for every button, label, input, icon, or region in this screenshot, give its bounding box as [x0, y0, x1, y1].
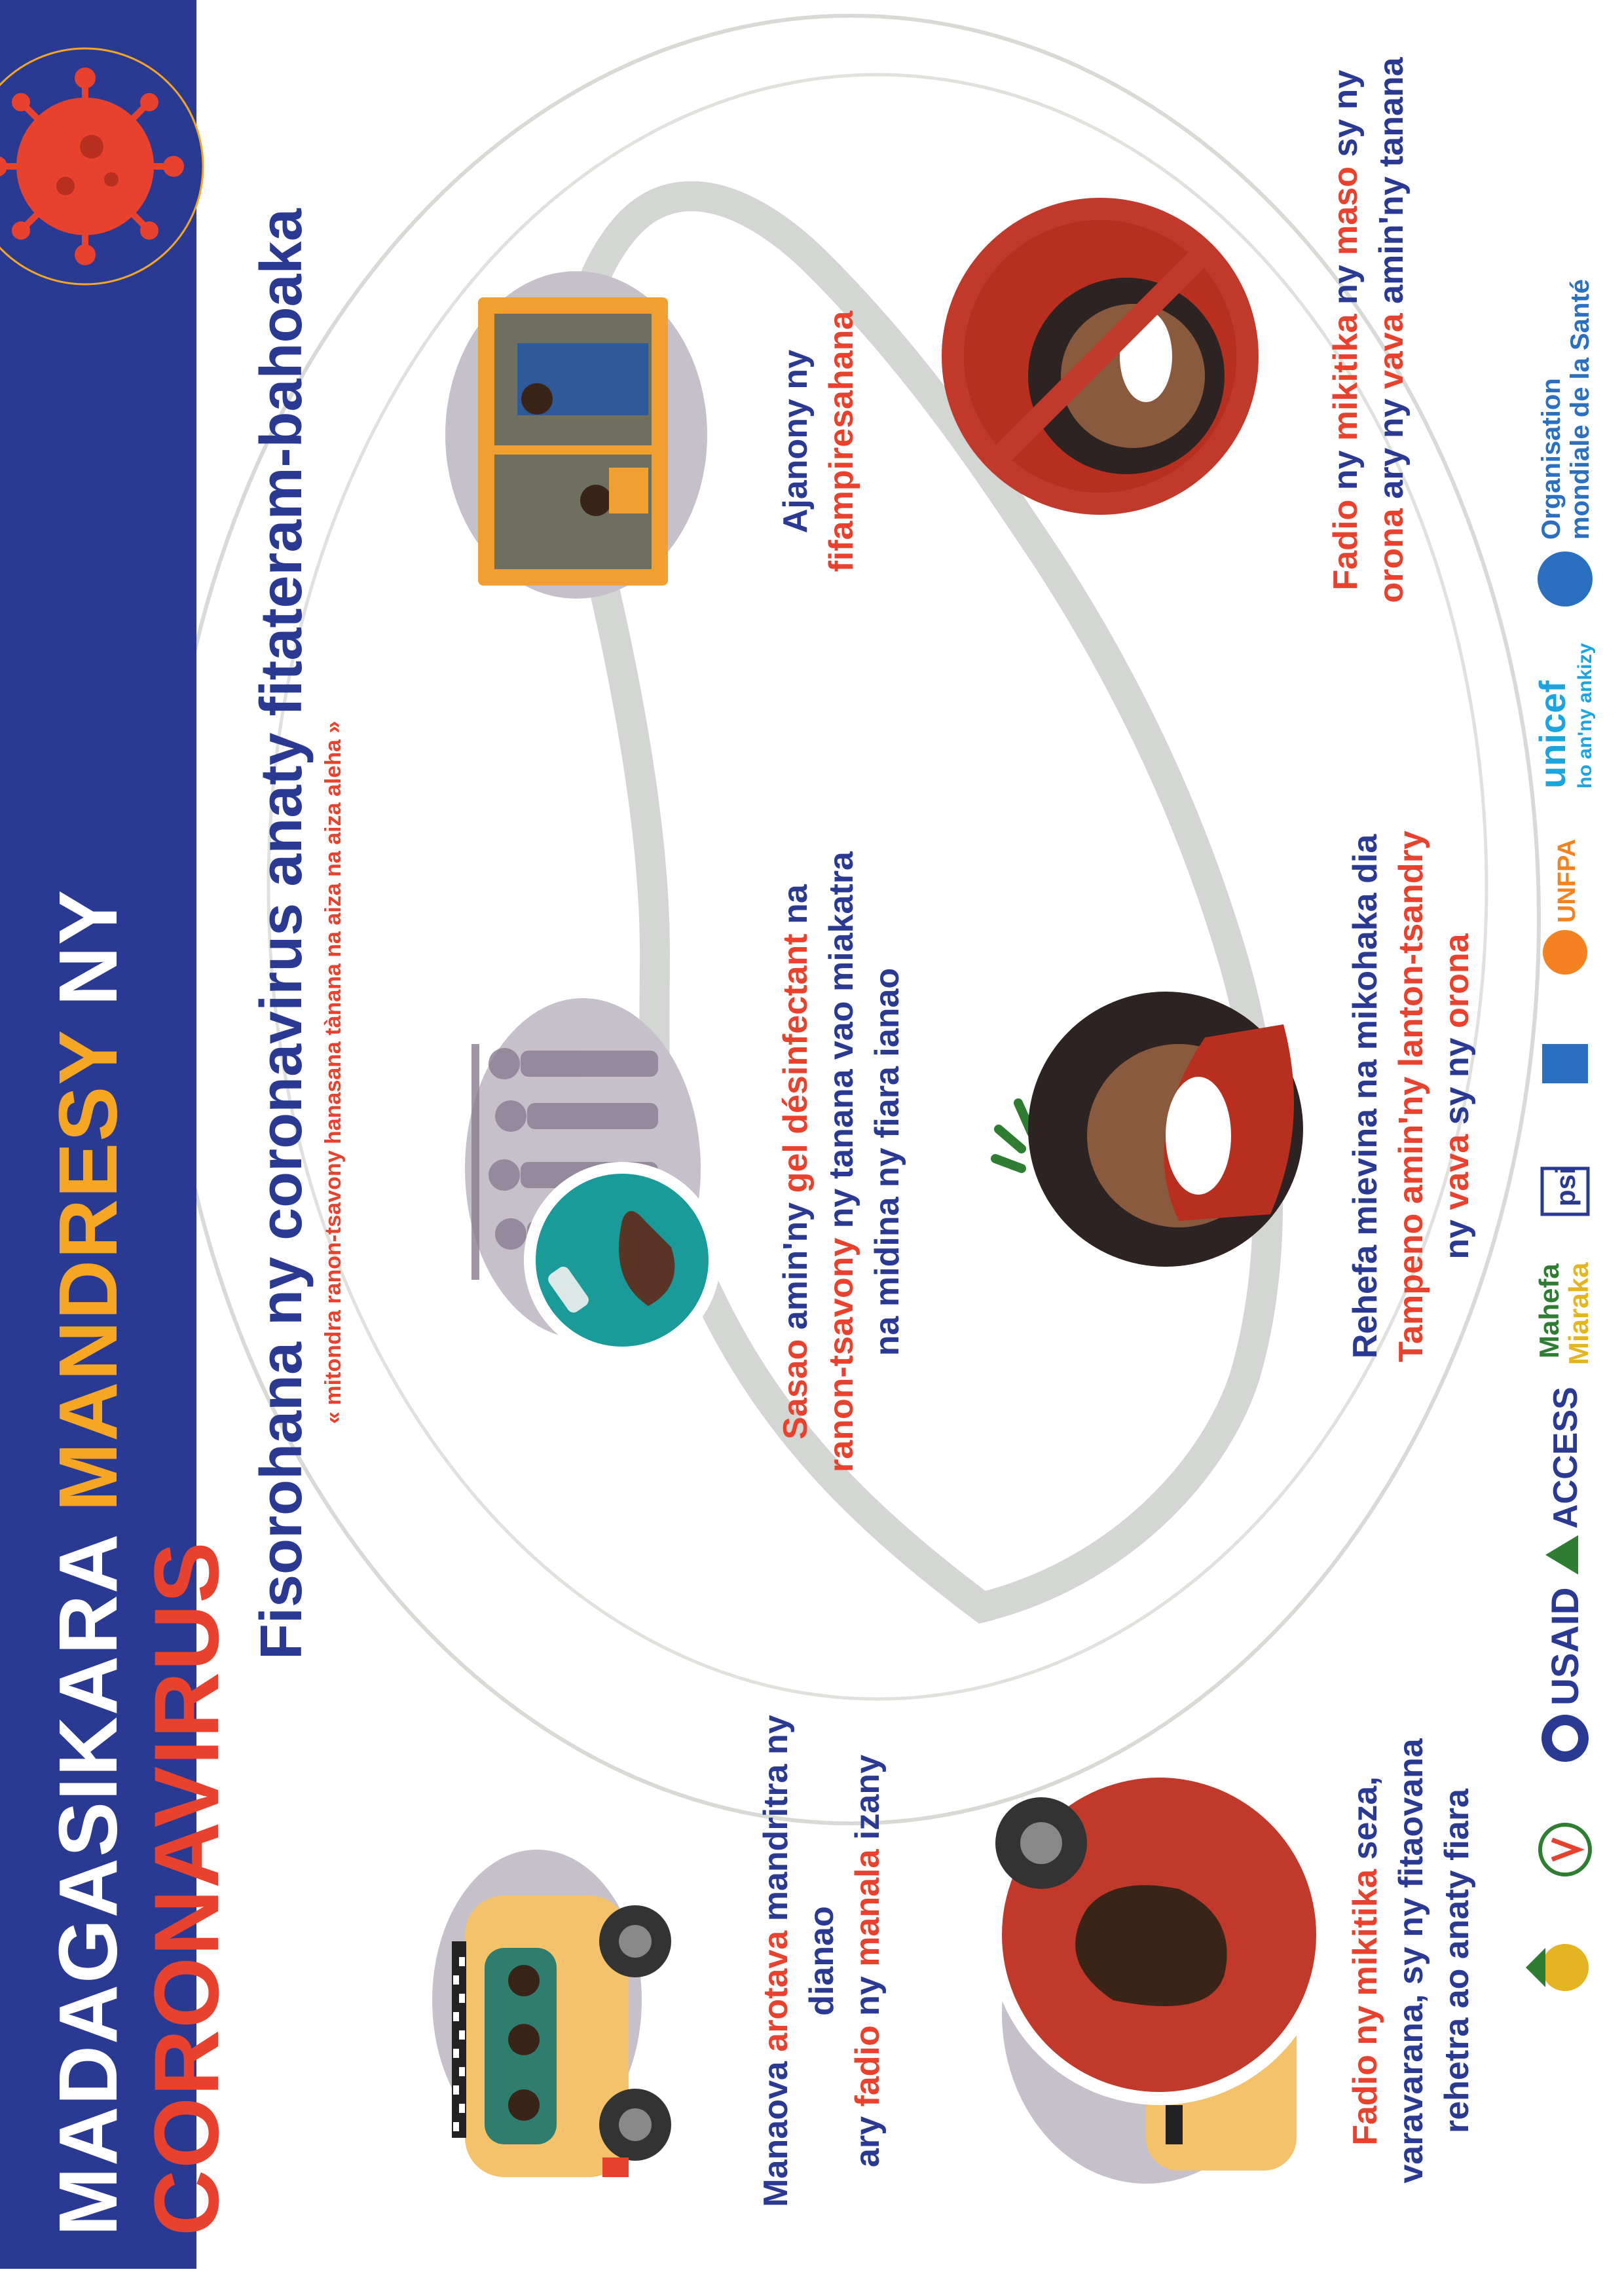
tip-3-caption: Ajanony ny fifampiresahana — [777, 310, 860, 572]
access-logo: ACCESS — [1545, 1387, 1585, 1575]
psi-logo: psi — [1540, 1166, 1590, 1216]
subtitle: Fisorohana ny coronavirus anaty fitatera… — [249, 208, 314, 1660]
psi-text: psi — [1550, 1166, 1581, 1206]
ministry-of-health-logo — [1538, 1823, 1592, 1876]
access-logo-text: ACCESS — [1547, 1387, 1585, 1529]
madagascar-coat-of-arms-logo — [1526, 1944, 1589, 1991]
bus-passengers-illustration — [445, 271, 707, 599]
mahefa-miaraka-logo: Mahefa Miaraka — [1534, 1262, 1594, 1365]
stop-hand-taxi-illustration — [989, 1764, 1316, 2184]
sneeze-into-elbow-illustration — [991, 992, 1303, 1267]
tip-6-caption: Fadio ny mikitika ny maso sy ny orona ar… — [1327, 57, 1411, 603]
undp-logo — [1542, 1044, 1588, 1083]
who-text-2: mondiale de la Santé — [1566, 279, 1595, 540]
mahefa-text-1: Mahefa — [1534, 1263, 1564, 1358]
unfpa-logo: UNFPA — [1543, 839, 1587, 975]
mahefa-text-2: Miaraka — [1563, 1262, 1594, 1365]
usaid-logo-text: USAID — [1544, 1588, 1587, 1706]
usaid-logo: USAID — [1541, 1588, 1589, 1762]
unicef-logo: unicef ho an'ny ankizy — [1532, 643, 1596, 789]
coronavirus-icon — [0, 47, 204, 286]
tip-2-caption: Sasao amin'ny gel désinfectant na ranon-… — [777, 851, 906, 1472]
partner-logos: USAID ACCESS Mahefa Miaraka psi UNFPA un… — [1526, 279, 1596, 1991]
who-text-1: Organisation — [1537, 378, 1566, 540]
who-logo: Organisation mondiale de la Santé — [1537, 279, 1595, 606]
title-line-1: MADAGASIKARA MANDRESY NY — [42, 888, 134, 2236]
no-touching-face-illustration — [942, 198, 1259, 515]
tip-4-caption: Fadio ny mikitika seza, varavarana, sy n… — [1346, 1738, 1476, 2184]
unfpa-text: UNFPA — [1553, 839, 1581, 923]
title-line-2: CORONAVIRUS — [135, 1540, 238, 2236]
subtitle-note: « mitondra ranon-tsavony hanasana tànana… — [321, 720, 346, 1424]
tip-1-caption: Manaova arotava mandritra ny dianao ary … — [757, 1715, 887, 2207]
taxi-masked-passengers-illustration — [432, 1850, 671, 2177]
unicef-text: unicef — [1532, 681, 1573, 789]
unicef-tagline: ho an'ny ankizy — [1574, 643, 1596, 789]
tip-5-caption: Rehefa mievina na mikohaka dia Tampeno a… — [1346, 830, 1476, 1362]
hand-sanitizer-illustration — [465, 998, 720, 1358]
